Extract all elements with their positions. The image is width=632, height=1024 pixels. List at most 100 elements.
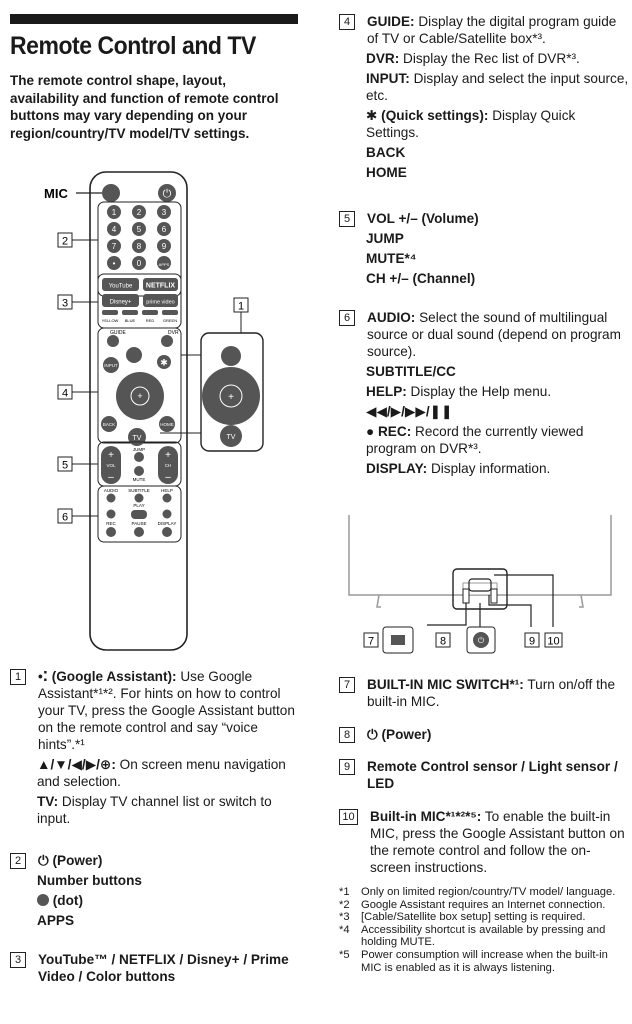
digit-button[interactable]	[107, 239, 121, 253]
section-9: 9 Remote Control sensor / Light sensor /…	[339, 758, 629, 792]
digit-button[interactable]	[107, 222, 121, 236]
section-3: 3 YouTube™ / NETFLIX / Disney+ / Prime V…	[10, 951, 300, 985]
subtitle-button[interactable]	[134, 493, 144, 503]
color-label: RED	[146, 318, 155, 323]
input-button[interactable]	[103, 357, 119, 373]
svg-text:GUIDE: GUIDE	[110, 330, 127, 336]
svg-text:10: 10	[547, 636, 559, 648]
app-buttons: YouTube NETFLIX Disney+ prime video	[102, 278, 178, 307]
digit-label: 5	[137, 225, 142, 234]
rec-button[interactable]	[106, 527, 116, 537]
color-button[interactable]	[142, 310, 158, 315]
display-button[interactable]	[162, 527, 172, 537]
svg-text:6: 6	[62, 512, 68, 524]
section-2: 2 ⏻ (Power) Number buttons (dot) APPS	[10, 852, 300, 929]
digit-label: 8	[137, 242, 142, 251]
tv-callouts: 7 8 ⏻ 9 10	[363, 626, 563, 654]
svg-text:DVR: DVR	[168, 330, 179, 336]
digit-button[interactable]	[157, 205, 171, 219]
svg-text:JUMP: JUMP	[133, 447, 145, 452]
digit-label: 0	[137, 259, 142, 268]
dvr-button[interactable]	[161, 335, 173, 347]
section-10: 10 Built-in MIC*¹*²*⁵: To enable the bui…	[339, 808, 629, 876]
svg-text:NETFLIX: NETFLIX	[146, 283, 175, 290]
back-button[interactable]	[101, 416, 117, 432]
svg-text:REC: REC	[106, 521, 116, 526]
home-button[interactable]	[159, 416, 175, 432]
power-button[interactable]	[158, 184, 176, 202]
channel-rocker[interactable]	[158, 446, 178, 484]
svg-text:PAUSE: PAUSE	[132, 521, 147, 526]
help-button[interactable]	[162, 493, 172, 503]
digit-button[interactable]	[157, 222, 171, 236]
forward-button[interactable]	[162, 509, 172, 519]
power-icon: ⏻	[367, 727, 382, 742]
svg-text:HOME: HOME	[160, 422, 174, 427]
digit-button[interactable]	[107, 205, 121, 219]
volume-rocker[interactable]	[101, 446, 121, 484]
quick-settings-button[interactable]	[157, 355, 171, 369]
svg-text:5: 5	[62, 460, 68, 472]
svg-text:YouTube: YouTube	[109, 284, 133, 290]
color-button[interactable]	[162, 310, 178, 315]
section-5: 5 VOL +/– (Volume) JUMP MUTE*⁴ CH +/– (C…	[339, 210, 629, 287]
svg-text:SUBTITLE: SUBTITLE	[128, 488, 150, 493]
svg-text:+: +	[137, 391, 142, 401]
svg-text:DISPLAY: DISPLAY	[158, 521, 177, 526]
power-icon: ⏻	[38, 853, 53, 868]
color-button[interactable]	[122, 310, 138, 315]
color-label: GREEN	[163, 318, 177, 323]
svg-text:Disney+: Disney+	[110, 300, 132, 306]
digit-button[interactable]	[132, 222, 146, 236]
disney-button[interactable]	[102, 294, 139, 307]
svg-text:INPUT: INPUT	[104, 363, 118, 368]
jump-button[interactable]	[134, 452, 144, 462]
youtube-button[interactable]	[102, 278, 139, 291]
netflix-button[interactable]	[143, 278, 178, 291]
intro-text: The remote control shape, layout, availa…	[10, 73, 279, 141]
section-7: 7 BUILT-IN MIC SWITCH*¹: Turn on/off the…	[339, 676, 629, 710]
svg-text:3: 3	[62, 298, 68, 310]
digit-label: 6	[162, 225, 167, 234]
digit-button[interactable]	[132, 205, 146, 219]
section-8: 8 ⏻ (Power)	[339, 726, 629, 743]
prime-video-button[interactable]	[143, 294, 178, 307]
digit-button[interactable]	[107, 256, 121, 270]
svg-text:–: –	[165, 472, 171, 483]
google-assistant-zoom	[221, 346, 241, 366]
enter-button[interactable]	[130, 386, 150, 406]
audio-button[interactable]	[106, 493, 116, 503]
google-assistant-button[interactable]	[126, 347, 142, 363]
digit-button[interactable]	[132, 239, 146, 253]
digit-button[interactable]	[157, 256, 171, 270]
digit-label: 2	[137, 208, 142, 217]
power-icon: ⏻	[163, 188, 172, 200]
page-title: Remote Control and TV	[10, 32, 256, 60]
tv-illustration: 7 8 ⏻ 9 10	[348, 515, 612, 654]
digit-button[interactable]	[132, 256, 146, 270]
mute-button[interactable]	[134, 466, 144, 476]
remote-callouts: 1 2 3 4 5 6	[57, 232, 249, 524]
digit-label: 4	[112, 225, 117, 234]
mic-label: MIC	[44, 186, 68, 201]
digit-label: 7	[112, 242, 117, 251]
dot-icon	[37, 894, 49, 906]
play-button[interactable]	[131, 510, 147, 519]
svg-text:PLAY: PLAY	[133, 503, 144, 508]
svg-text:2: 2	[62, 236, 68, 248]
guide-button[interactable]	[107, 335, 119, 347]
digit-button[interactable]	[157, 239, 171, 253]
google-assistant-icon: •⁚	[38, 669, 52, 684]
digit-label: APPS	[159, 262, 170, 267]
rewind-button[interactable]	[106, 509, 116, 519]
pause-button[interactable]	[134, 527, 144, 537]
svg-text:HELP: HELP	[161, 488, 173, 493]
digit-label: 1	[112, 208, 117, 217]
color-button[interactable]	[102, 310, 118, 315]
